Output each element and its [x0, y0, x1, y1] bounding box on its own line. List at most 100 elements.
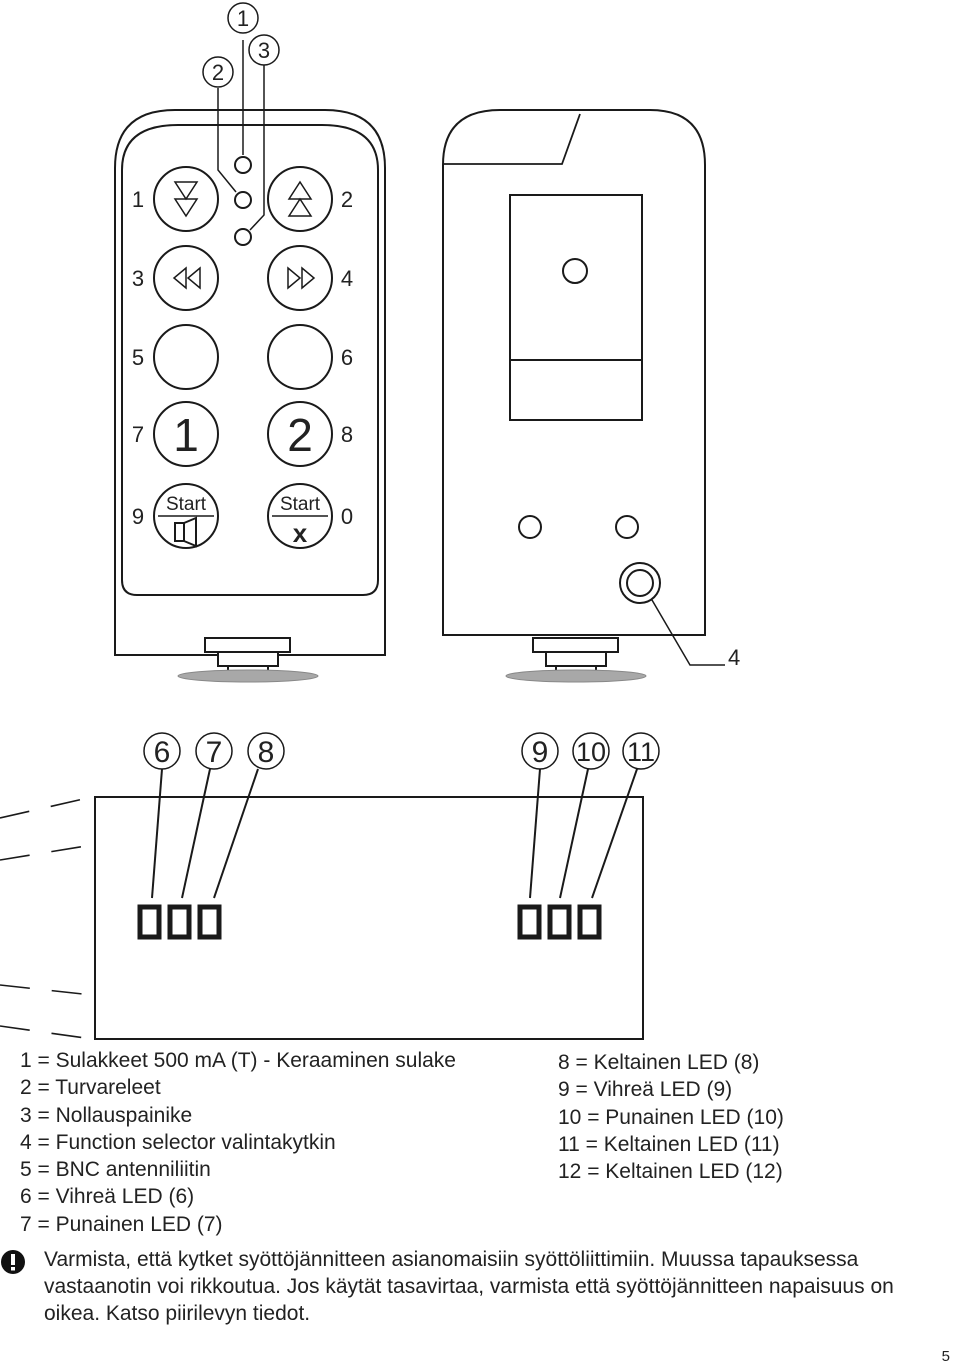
legend-item: 5 = BNC antenniliitin [20, 1158, 211, 1182]
remote-front-panel [121, 124, 379, 596]
legend-item: 11 = Keltainen LED (11) [558, 1132, 780, 1156]
receiver-led-left [518, 515, 542, 539]
fuse-indicator-2 [234, 191, 252, 209]
button-digit-1-label: 1 [173, 409, 199, 461]
leader-line-6 [151, 768, 163, 899]
button-6[interactable] [267, 324, 333, 390]
dash-line-bottom-2 [0, 1025, 93, 1040]
side-number-1: 1 [132, 187, 144, 212]
side-number-0: 0 [341, 504, 353, 529]
pcb-panel [0, 732, 660, 1040]
legend-item: 7 = Punainen LED (7) [20, 1212, 223, 1236]
dash-line-top-1 [0, 796, 93, 819]
callout-7 [195, 732, 233, 770]
button-start-horn[interactable] [153, 483, 219, 549]
leader-line-8 [213, 768, 259, 899]
double-up-arrow-icon [287, 180, 313, 217]
callout-9-label: 9 [532, 736, 549, 769]
start-label-right: Start [280, 494, 321, 515]
callout-11 [622, 732, 660, 770]
remote-transmitter [114, 2, 386, 683]
leader-line-7 [181, 768, 211, 899]
callout-2 [202, 56, 234, 88]
leader-line-fuse-2 [217, 88, 237, 193]
dash-line-bottom-1 [0, 984, 93, 996]
receiver-housing [442, 109, 706, 636]
legend-item: 1 = Sulakkeet 500 mA (T) - Keraaminen su… [20, 1049, 456, 1072]
receiver-led-right [615, 515, 639, 539]
receiver-connector-mid [545, 651, 607, 667]
rewind-icon [172, 266, 201, 290]
leader-line-selector [651, 599, 725, 666]
legend-right: 8 = Keltainen LED (8) 9 = Vihreä LED (9)… [558, 1049, 784, 1185]
callout-8-label: 8 [258, 736, 275, 769]
page-number: 5 [941, 1348, 950, 1365]
fuse-indicator-3 [234, 228, 252, 246]
side-number-3: 3 [132, 266, 144, 291]
receiver-window [509, 194, 643, 421]
side-number-9: 9 [132, 504, 144, 529]
dash-line-top-2 [0, 844, 93, 861]
legend-item: 4 = Function selector valintakytkin [20, 1130, 336, 1154]
callout-11-label: 11 [627, 737, 655, 767]
legend-item: 3 = Nollauspainike [20, 1103, 193, 1127]
legend-item: 6 = Vihreä LED (6) [20, 1185, 195, 1209]
callout-6-label: 6 [154, 736, 171, 769]
legend-item: 10 = Punainen LED (10) [558, 1105, 784, 1129]
callout-7-label: 7 [206, 736, 223, 769]
callout-3-label: 3 [258, 38, 270, 63]
side-number-8: 8 [341, 422, 353, 447]
selector-callout-label: 4 [728, 645, 740, 670]
button-digit-2[interactable] [267, 401, 333, 467]
function-selector-inner [626, 569, 654, 597]
callout-2-label: 2 [212, 60, 224, 85]
button-start-stop[interactable] [267, 483, 333, 549]
button-5[interactable] [153, 324, 219, 390]
remote-connector-mid [217, 651, 279, 667]
led-7 [167, 904, 192, 940]
receiver-antenna-base [505, 669, 647, 683]
pcb-board [94, 796, 644, 1040]
led-8 [197, 904, 222, 940]
function-selector-outer[interactable] [619, 562, 661, 604]
callout-3 [248, 34, 280, 66]
pcb-callout-labels: 6 7 8 9 10 11 [154, 736, 655, 769]
callout-8 [247, 732, 285, 770]
side-number-6: 6 [341, 345, 353, 370]
legend-left: 1 = Sulakkeet 500 mA (T) - Keraaminen su… [20, 1047, 456, 1238]
legend-item: 8 = Keltainen LED (8) [558, 1051, 760, 1074]
receiver-window-dot [562, 258, 588, 284]
side-number-4: 4 [341, 266, 353, 291]
fuse-indicator-1 [234, 156, 252, 174]
button-digit-2-label: 2 [287, 409, 313, 461]
callout-1 [227, 2, 259, 34]
horn-icon [174, 516, 197, 548]
button-rewind[interactable] [153, 245, 219, 311]
device-diagram: 1 2 3 1 2 3 4 5 6 7 8 9 0 1 2 Start Star… [0, 2, 740, 1040]
double-down-arrow-icon [173, 181, 199, 218]
stop-x-symbol: x [293, 518, 308, 548]
leader-line-fuse-3 [249, 63, 265, 231]
led-11 [577, 904, 602, 940]
callout-10 [572, 732, 610, 770]
legend-item: 2 = Turvareleet [20, 1076, 161, 1100]
side-number-5: 5 [132, 345, 144, 370]
side-number-7: 7 [132, 422, 144, 447]
side-number-2: 2 [341, 187, 353, 212]
legend-item: 12 = Keltainen LED (12) [558, 1160, 783, 1184]
button-digit-1[interactable] [153, 401, 219, 467]
warning-text: Varmista, että kytket syöttöjännitteen a… [44, 1248, 894, 1325]
led-10 [547, 904, 572, 940]
leader-line-10 [559, 768, 589, 899]
led-6 [137, 904, 162, 940]
leader-line-11 [591, 768, 638, 899]
remote-antenna-base [177, 669, 319, 683]
remote-connector-top [204, 637, 291, 653]
callout-10-label: 10 [576, 737, 606, 767]
receiver-unit [442, 109, 725, 683]
warning-icon [1, 1250, 25, 1274]
button-up[interactable] [267, 166, 333, 232]
button-forward[interactable] [267, 245, 333, 311]
start-label-left: Start [166, 494, 207, 515]
button-down[interactable] [153, 166, 219, 232]
